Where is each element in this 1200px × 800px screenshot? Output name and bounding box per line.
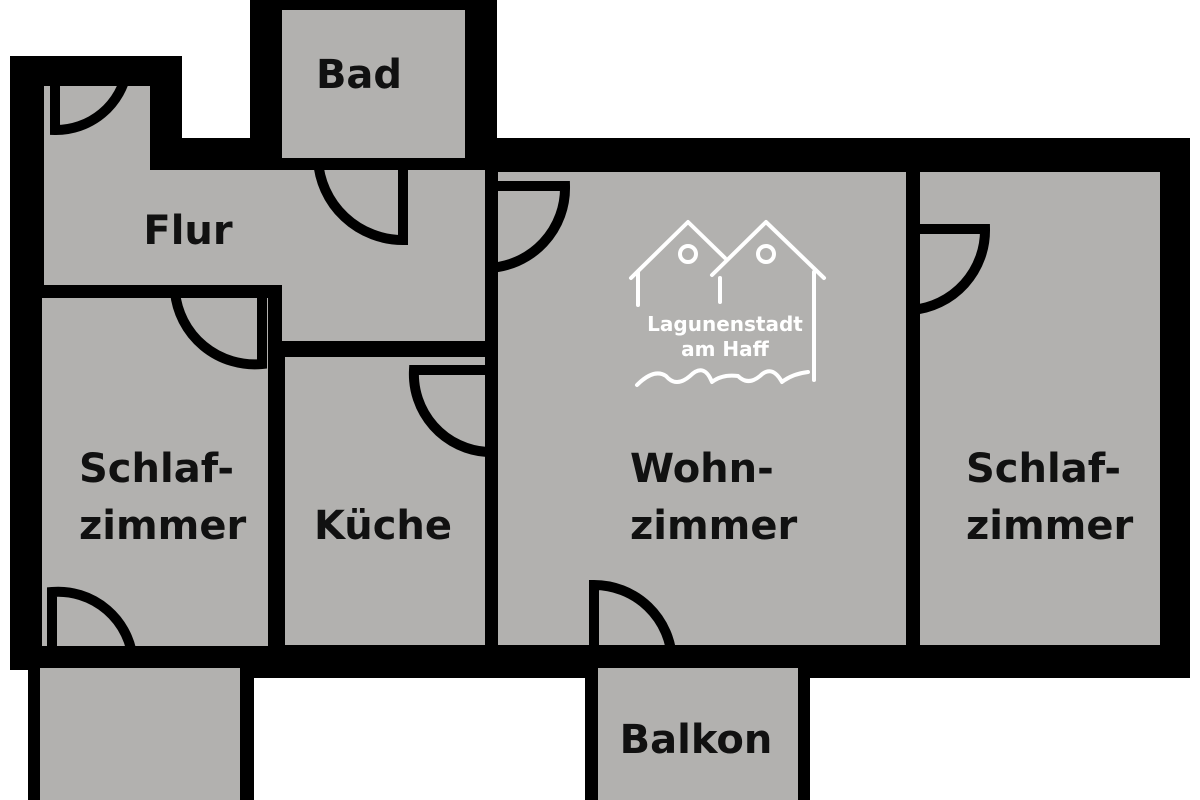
floor-balkon bbox=[598, 668, 798, 800]
room-label-balkon: Balkon bbox=[620, 717, 773, 763]
door-schlafzimmer-left-top bbox=[170, 291, 267, 370]
waves-icon bbox=[635, 368, 810, 387]
house-left-window-icon bbox=[678, 244, 698, 264]
doors bbox=[47, 69, 991, 663]
door-bad bbox=[313, 159, 408, 246]
floor-wohnzimmer bbox=[498, 172, 906, 645]
room-label-wohnzimmer-line-1: Wohn- bbox=[630, 446, 774, 492]
room-label-kueche: Küche bbox=[314, 503, 452, 549]
door-schlafzimmer-left-bottom bbox=[47, 586, 138, 663]
room-label-schlafzimmer-left-line-2: zimmer bbox=[79, 503, 246, 549]
floor-kueche bbox=[285, 357, 485, 645]
door-schlafzimmer-right bbox=[911, 224, 991, 315]
house-right-roof-icon bbox=[710, 220, 826, 280]
room-label-wohnzimmer-line-2: zimmer bbox=[630, 503, 797, 549]
floor-flur-right bbox=[282, 285, 485, 341]
door-wohnzimmer-top bbox=[487, 181, 571, 273]
floor-lower-left-annex bbox=[40, 668, 240, 800]
room-label-schlafzimmer-right-line-1: Schlaf- bbox=[966, 446, 1121, 492]
houses-waves-logo bbox=[629, 220, 826, 387]
house-left-roof-icon bbox=[629, 220, 727, 280]
room-label-schlafzimmer-left-line-1: Schlaf- bbox=[79, 446, 234, 492]
room-label-flur: Flur bbox=[143, 208, 233, 254]
floor-flur-main bbox=[44, 170, 485, 285]
door-entrance bbox=[50, 69, 132, 136]
house-right-window-icon bbox=[756, 244, 776, 264]
floor-schlafzimmer-right bbox=[920, 172, 1160, 645]
logo-text-line-1: Lagunenstadt bbox=[647, 312, 803, 336]
door-balkon bbox=[589, 579, 677, 661]
room-label-bad: Bad bbox=[316, 52, 402, 98]
room-label-schlafzimmer-right-line-2: zimmer bbox=[966, 503, 1133, 549]
logo-text-line-2: am Haff bbox=[681, 337, 770, 361]
floor-bad bbox=[282, 10, 465, 158]
door-kueche bbox=[408, 365, 488, 457]
floors bbox=[40, 10, 1160, 800]
